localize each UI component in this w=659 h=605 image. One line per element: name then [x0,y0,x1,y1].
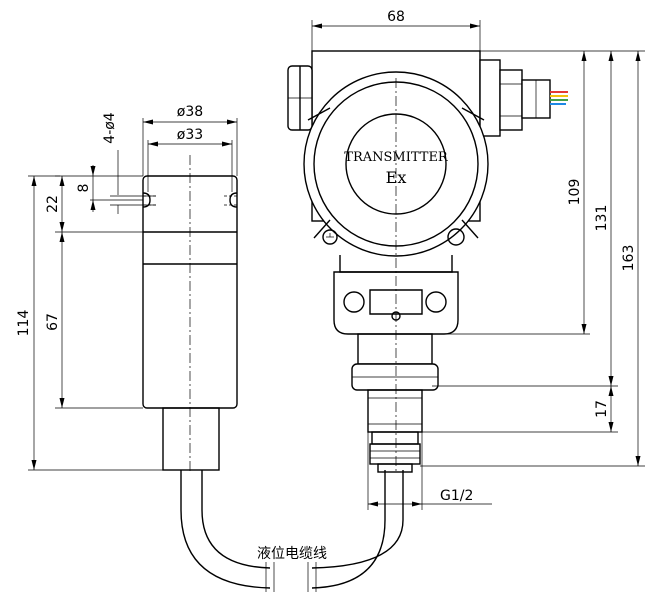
dim-dia-38: ø38 [177,104,203,120]
transmitter-housing: TRANSMITTER Ex [287,50,568,474]
dim-114: 114 [16,310,32,337]
dim-holes: 4-ø4 [102,112,118,144]
left-cable-gland [287,65,313,131]
dim-dia-33: ø33 [177,127,203,143]
dim-thread: G1/2 [440,488,473,504]
probe-body [142,155,238,472]
colored-wires [550,91,568,105]
cable: 液位电缆线 [180,470,404,592]
right-dimensions: 68 109 131 17 163 G1/2 [311,9,645,510]
dim-163: 163 [621,245,637,272]
dim-67: 67 [45,313,61,331]
right-cable-gland [479,59,551,137]
cable-label: 液位电缆线 [257,546,327,562]
dim-68: 68 [387,9,405,25]
dim-22: 22 [45,195,61,213]
dim-17: 17 [594,400,610,418]
housing-label-1: TRANSMITTER [344,150,449,165]
dim-131: 131 [594,205,610,232]
dim-109: 109 [567,179,583,206]
dim-8: 8 [76,184,92,193]
left-dimensions: ø38 ø33 4-ø4 8 22 67 [16,104,238,471]
